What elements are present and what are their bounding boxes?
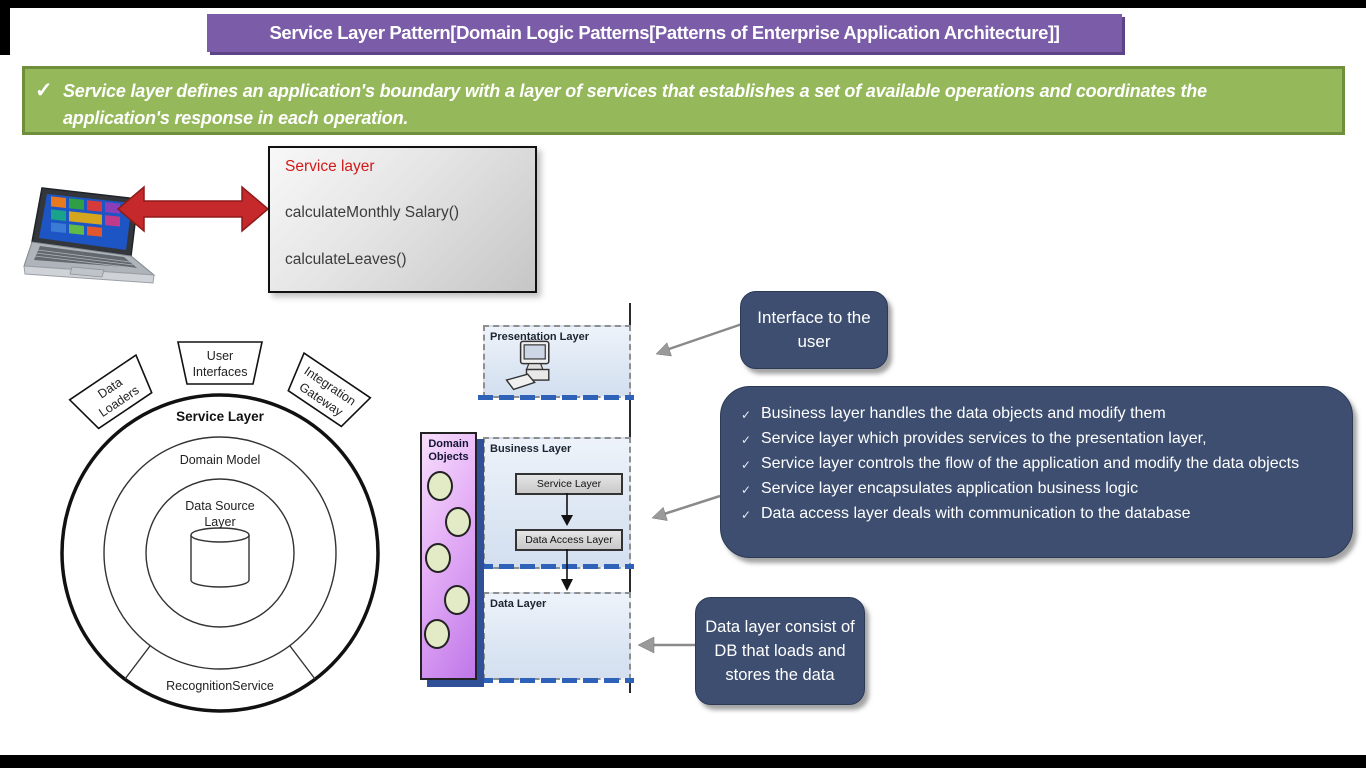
- arrow-business-callout: [651, 494, 721, 521]
- laptop-and-arrow-graphic: [23, 185, 270, 284]
- domain-object-circle: [445, 507, 471, 537]
- service-layer-inner-box: Service Layer: [515, 473, 623, 495]
- check-icon: ✓: [741, 433, 752, 447]
- service-interface-box: Service layer calculateMonthly Salary() …: [268, 146, 537, 293]
- data-layer-edge: [478, 678, 634, 683]
- check-icon: ✓: [741, 508, 752, 522]
- arrow-service-to-dataaccess: [561, 493, 573, 526]
- domain-objects-label-2: Objects: [428, 451, 469, 463]
- bullet-item: ✓ Data access layer deals with communica…: [741, 502, 1332, 527]
- ring-label-recognition-service: RecognitionService: [166, 679, 274, 693]
- callout-interface-to-user: Interface to the user: [740, 291, 888, 369]
- domain-objects-box: Domain Objects: [420, 432, 477, 680]
- callout-data-layer: Data layer consist of DB that loads and …: [695, 597, 865, 705]
- data-access-layer-inner-box: Data Access Layer: [515, 529, 623, 551]
- database-cylinder-icon: [190, 527, 250, 588]
- check-icon: ✓: [741, 458, 752, 472]
- middle-circle: [103, 436, 337, 670]
- business-layer-edge: [478, 564, 634, 569]
- bullet-item: ✓ Business layer handles the data object…: [741, 402, 1332, 427]
- checkmark-icon: ✓: [35, 79, 53, 102]
- definition-text: Service layer defines an application's b…: [63, 81, 1207, 128]
- presentation-layer-label: Presentation Layer: [490, 331, 590, 343]
- bullet-item: ✓ Service layer controls the flow of the…: [741, 452, 1332, 477]
- callout-bullet-list: ✓ Business layer handles the data object…: [720, 386, 1353, 558]
- method-calculate-leaves: calculateLeaves(): [285, 251, 407, 268]
- data-layer-box: Data Layer: [483, 592, 631, 680]
- top-black-bar: [0, 0, 1366, 8]
- computer-icon: [505, 340, 550, 391]
- svg-text:Interfaces: Interfaces: [193, 365, 248, 379]
- bottom-black-bar: [0, 755, 1366, 768]
- page-title: Service Layer Pattern[Domain Logic Patte…: [269, 22, 1060, 43]
- laptop-screen-tiles: [51, 196, 120, 237]
- tab-user-interfaces: User Interfaces: [177, 341, 263, 385]
- check-icon: ✓: [741, 408, 752, 422]
- ring-label-domain-model: Domain Model: [180, 453, 261, 467]
- bullet-item: ✓ Service layer which provides services …: [741, 427, 1332, 452]
- segment-divider-right: [289, 645, 316, 680]
- ring-label-service-layer: Service Layer: [176, 409, 265, 424]
- domain-object-circle: [424, 619, 450, 649]
- segment-divider-left: [124, 645, 151, 680]
- arrow-dataaccess-to-datalayer: [561, 549, 573, 591]
- service-box-title: Service layer: [285, 158, 375, 175]
- title-bar: Service Layer Pattern[Domain Logic Patte…: [207, 14, 1122, 52]
- presentation-layer-edge: [478, 395, 634, 400]
- svg-text:User: User: [207, 349, 233, 363]
- ring-label-data-source-1: Data Source: [185, 499, 255, 513]
- check-icon: ✓: [741, 483, 752, 497]
- business-layer-box: Business Layer Service Layer Data Access…: [483, 437, 631, 569]
- inner-circle: [145, 478, 295, 628]
- definition-banner: ✓ Service layer defines an application's…: [22, 66, 1345, 135]
- domain-object-circle: [425, 543, 451, 573]
- arrow-interface-callout: [655, 321, 746, 357]
- method-calculate-monthly-salary: calculateMonthly Salary(): [285, 204, 460, 221]
- left-corner-sliver: [0, 0, 10, 55]
- data-layer-label: Data Layer: [490, 598, 547, 610]
- ring-diagram: Service Layer Domain Model Data Source L…: [60, 341, 380, 713]
- business-layer-label: Business Layer: [490, 443, 572, 455]
- domain-object-circle: [444, 585, 470, 615]
- domain-objects-label-1: Domain: [428, 438, 469, 450]
- arrow-datalayer-callout: [637, 636, 695, 654]
- bullet-item: ✓ Service layer encapsulates application…: [741, 477, 1332, 502]
- ring-label-data-source-2: Layer: [204, 515, 235, 529]
- laptop-icon: [23, 187, 156, 284]
- red-double-arrow: [116, 185, 270, 233]
- domain-object-circle: [427, 471, 453, 501]
